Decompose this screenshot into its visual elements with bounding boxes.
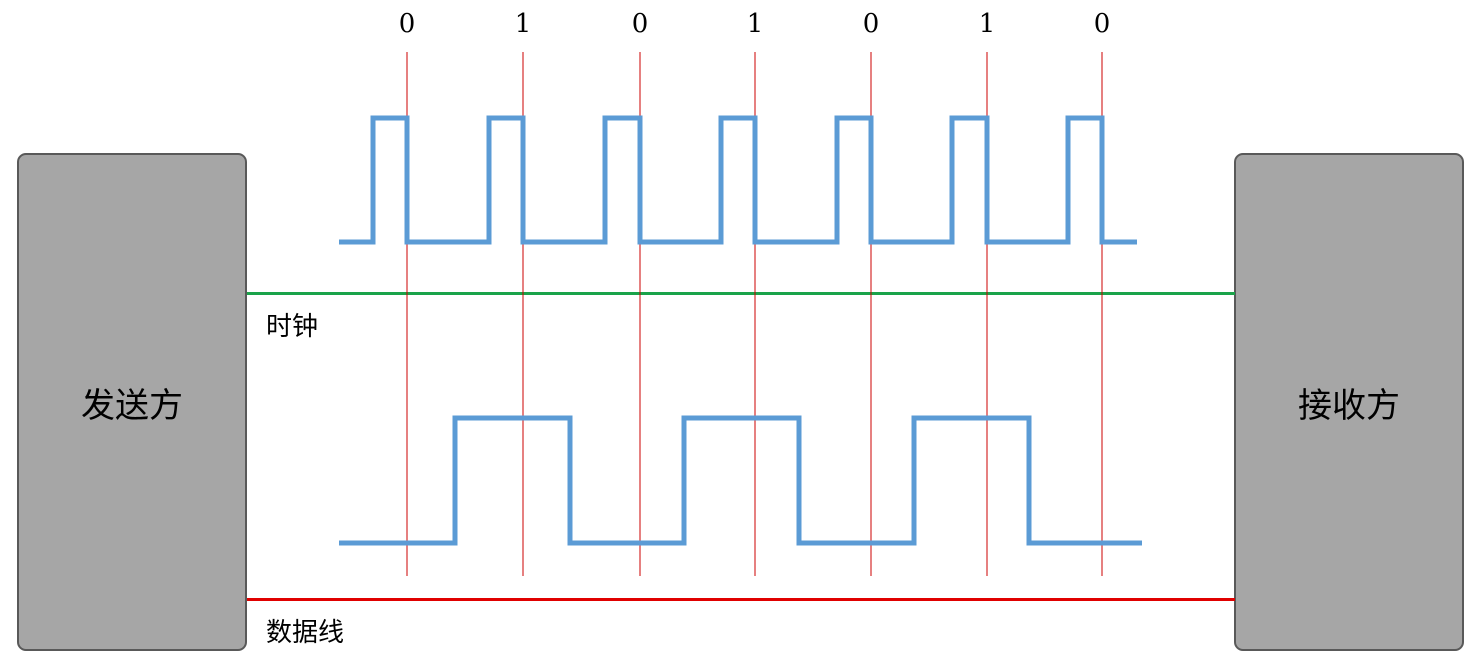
bit-label-2: 0 — [632, 9, 649, 39]
clock-line — [247, 292, 1235, 295]
bit-label-1: 1 — [515, 9, 532, 39]
bit-label-5: 1 — [979, 9, 996, 39]
bit-label-3: 1 — [747, 9, 764, 39]
receiver-label: 接收方 — [1298, 385, 1400, 426]
bit-label-4: 0 — [863, 9, 880, 39]
clock-line-label: 时钟 — [266, 312, 319, 342]
sender-box: 发送方 — [17, 153, 247, 651]
sender-label: 发送方 — [81, 385, 183, 426]
bit-label-0: 0 — [399, 9, 416, 39]
receiver-box: 接收方 — [1234, 153, 1464, 651]
bit-label-6: 0 — [1094, 9, 1111, 39]
data-line — [247, 598, 1235, 601]
data-line-label: 数据线 — [266, 618, 345, 648]
clock-waveform — [339, 115, 1137, 245]
data-waveform — [339, 415, 1142, 546]
